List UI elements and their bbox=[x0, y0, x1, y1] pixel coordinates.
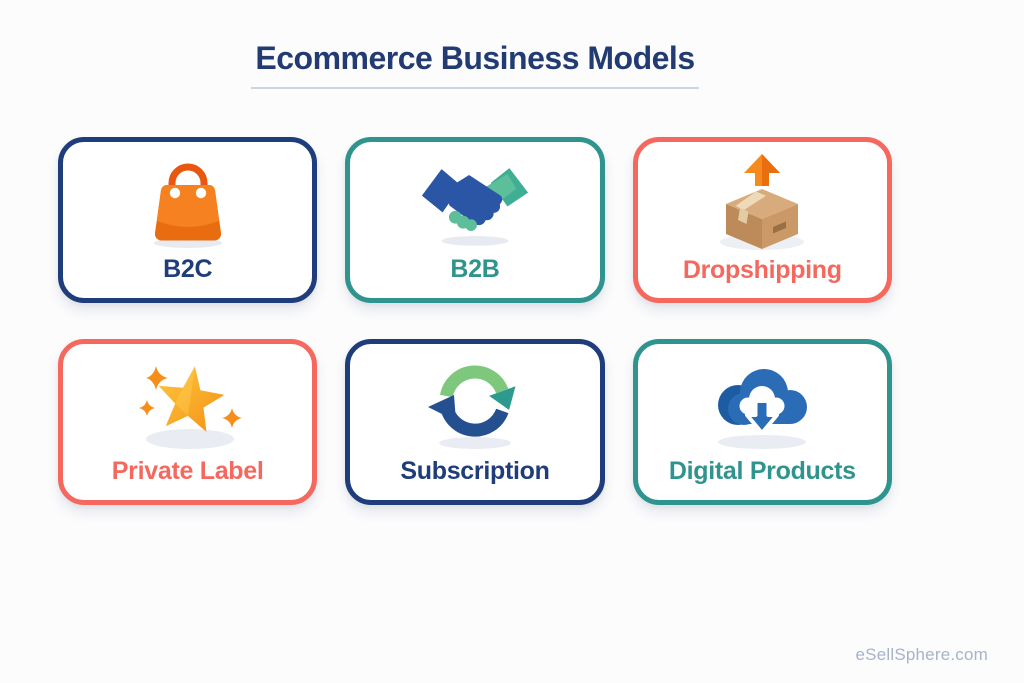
card-label: Private Label bbox=[111, 457, 264, 485]
card-label: Digital Products bbox=[668, 457, 856, 485]
refresh-arrows-icon bbox=[420, 344, 530, 459]
card-label: Subscription bbox=[400, 457, 550, 485]
card-subscription: Subscription bbox=[345, 339, 605, 505]
card-label: B2B bbox=[450, 255, 500, 283]
watermark-esellsphere: eSellSphere.com bbox=[855, 645, 988, 664]
card-label: Dropshipping bbox=[682, 256, 842, 284]
card-label: B2C bbox=[163, 255, 213, 283]
card-b2b: B2B bbox=[345, 137, 605, 303]
cards-grid: B2C B2B bbox=[58, 137, 892, 505]
header: Ecommerce Business Models bbox=[58, 40, 892, 89]
card-digital-products: Digital Products bbox=[632, 339, 892, 505]
card-dropshipping: Dropshipping bbox=[632, 137, 892, 303]
card-b2c: B2C bbox=[58, 137, 318, 303]
star-sparkles-icon bbox=[133, 344, 243, 459]
handshake-icon bbox=[416, 142, 534, 257]
box-up-arrow-icon bbox=[707, 142, 817, 258]
shopping-bag-icon bbox=[138, 142, 238, 257]
cloud-download-icon bbox=[702, 344, 822, 459]
card-private-label: Private Label bbox=[58, 339, 318, 505]
page-title: Ecommerce Business Models bbox=[251, 40, 699, 89]
